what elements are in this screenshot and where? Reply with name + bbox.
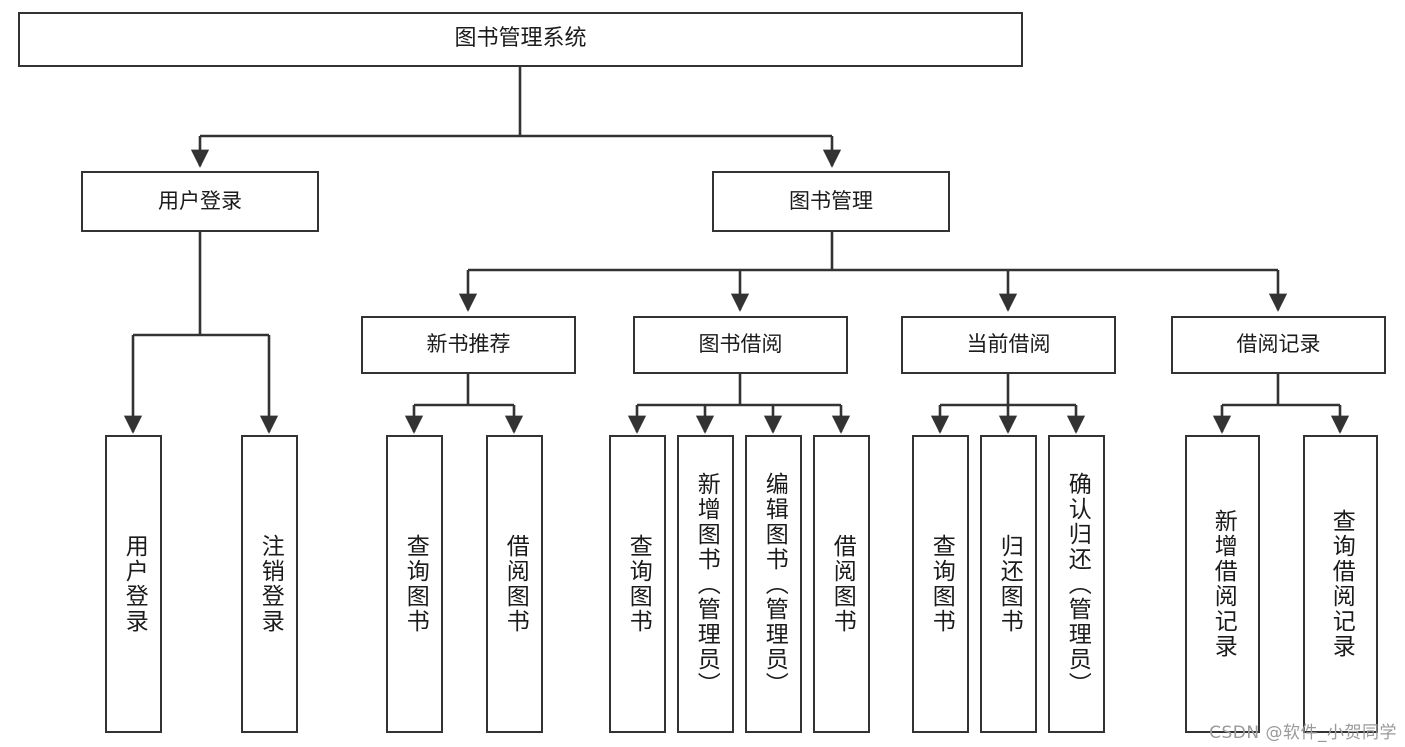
node-leaf-query-book-3-label: 查询图书: [928, 534, 955, 634]
node-leaf-edit-book[interactable]: 编辑图书（管理员）: [745, 435, 802, 733]
node-user-login[interactable]: 用户登录: [81, 171, 319, 232]
node-leaf-query-book-3[interactable]: 查询图书: [912, 435, 969, 733]
node-leaf-borrow-book-2[interactable]: 借阅图书: [813, 435, 870, 733]
node-leaf-add-record[interactable]: 新增借阅记录: [1185, 435, 1260, 733]
node-user-login-label: 用户登录: [158, 188, 242, 213]
node-book-manage-label: 图书管理: [789, 188, 873, 213]
node-leaf-query-book-2-label: 查询图书: [625, 534, 652, 634]
node-leaf-add-book-label: 新增图书（管理员）: [693, 471, 720, 697]
node-leaf-borrow-book-1-label: 借阅图书: [502, 534, 529, 634]
node-leaf-query-record[interactable]: 查询借阅记录: [1303, 435, 1378, 733]
node-leaf-user-logout-label: 注销登录: [257, 534, 284, 634]
node-leaf-query-book-1-label: 查询图书: [402, 534, 429, 634]
node-new-book-rec[interactable]: 新书推荐: [361, 316, 576, 374]
node-leaf-query-book-2[interactable]: 查询图书: [609, 435, 666, 733]
node-book-borrow[interactable]: 图书借阅: [633, 316, 848, 374]
node-leaf-add-record-label: 新增借阅记录: [1210, 509, 1237, 659]
node-leaf-add-book[interactable]: 新增图书（管理员）: [677, 435, 734, 733]
node-borrow-record-label: 借阅记录: [1236, 332, 1321, 357]
node-leaf-return-book-label: 归还图书: [996, 534, 1023, 634]
node-leaf-user-logout[interactable]: 注销登录: [241, 435, 298, 733]
node-root-label: 图书管理系统: [454, 26, 587, 52]
node-leaf-user-login-label: 用户登录: [121, 534, 148, 634]
csdn-watermark: CSDN @软件_小贺同学: [1209, 723, 1397, 743]
node-borrow-record[interactable]: 借阅记录: [1171, 316, 1386, 374]
node-root[interactable]: 图书管理系统: [18, 12, 1023, 67]
node-current-borrow-label: 当前借阅: [966, 332, 1051, 357]
node-leaf-user-login[interactable]: 用户登录: [105, 435, 162, 733]
node-leaf-confirm-return-label: 确认归还（管理员）: [1064, 471, 1091, 697]
node-book-borrow-label: 图书借阅: [698, 332, 783, 357]
node-current-borrow[interactable]: 当前借阅: [901, 316, 1116, 374]
node-book-manage[interactable]: 图书管理: [712, 171, 950, 232]
node-leaf-edit-book-label: 编辑图书（管理员）: [761, 471, 788, 697]
node-leaf-query-record-label: 查询借阅记录: [1328, 509, 1355, 659]
node-leaf-return-book[interactable]: 归还图书: [980, 435, 1037, 733]
node-leaf-query-book-1[interactable]: 查询图书: [386, 435, 443, 733]
node-leaf-borrow-book-2-label: 借阅图书: [829, 534, 856, 634]
node-new-book-rec-label: 新书推荐: [426, 332, 511, 357]
node-leaf-borrow-book-1[interactable]: 借阅图书: [486, 435, 543, 733]
node-leaf-confirm-return[interactable]: 确认归还（管理员）: [1048, 435, 1105, 733]
